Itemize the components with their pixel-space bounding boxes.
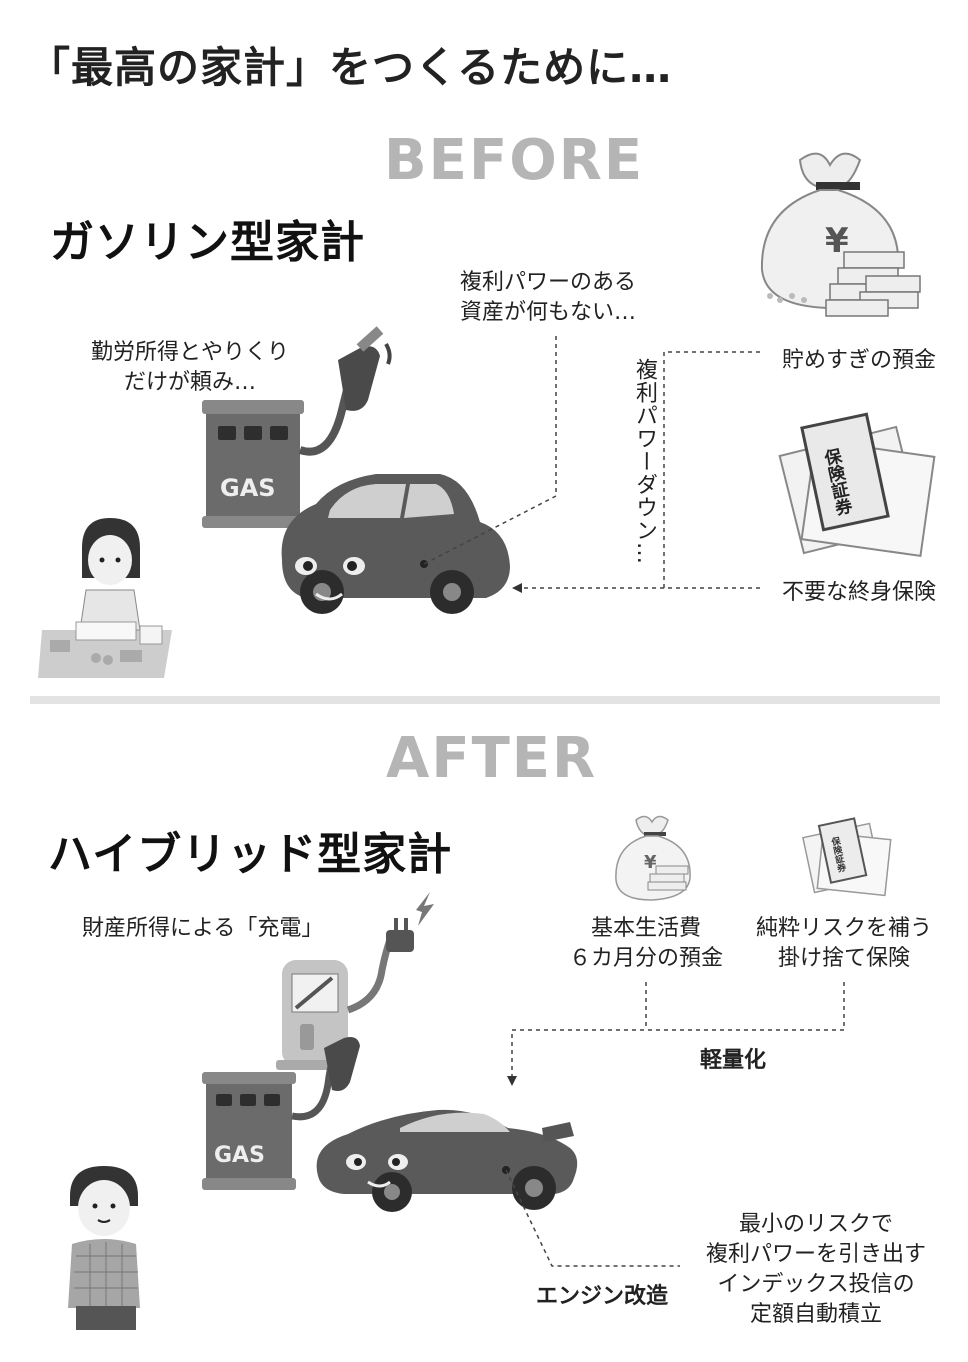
money-bag-icon: ¥ [760, 152, 921, 317]
after-connectors [505, 982, 845, 1267]
after-gas-pump-icon: GAS [202, 1037, 360, 1190]
before-insurance-note: 不要な終身保険 [781, 580, 936, 605]
before-income-note: 勤労所得とやりくり だけが頼み… [70, 338, 310, 398]
before-savings-note: 貯めすぎの預金 [781, 348, 936, 373]
note-line: 掛け捨て保険 [777, 946, 910, 971]
after-label: AFTER [386, 726, 598, 791]
after-arrowhead [507, 1076, 517, 1086]
note-line: ６カ月分の預金 [568, 946, 723, 971]
small-insurance-certificate-icon: 保険証券 [802, 817, 892, 897]
note-line: 勤労所得とやりくり [90, 340, 289, 365]
after-engine-note: エンジン改造 [536, 1284, 669, 1309]
svg-text:¥: ¥ [644, 852, 657, 873]
gas-pump-icon: GAS [202, 326, 392, 528]
before-no-assets-note: 複利パワーのある 資産が何もない… [460, 268, 636, 328]
note-line: 基本生活費 [590, 916, 701, 941]
after-lighten-note: 軽量化 [700, 1048, 767, 1073]
after-gas-sign-label: GAS [214, 1143, 265, 1168]
gas-sign-label: GAS [220, 474, 276, 502]
before-arrowhead [512, 583, 522, 593]
note-line: 純粋リスクを補う [755, 916, 932, 941]
note-line: 資産が何もない… [460, 300, 637, 325]
section-divider [30, 696, 940, 704]
woman-budgeting-icon [38, 518, 172, 678]
note-line: だけが頼み… [123, 370, 256, 395]
man-icon [68, 1166, 140, 1330]
after-charge-note: 財産所得による「充電」 [82, 916, 324, 941]
insurance-certificate-icon: 保険証券 [778, 412, 936, 557]
note-line: インデックス投信の [717, 1272, 915, 1297]
before-vertical-note: 複利パワーダウン… [632, 358, 657, 565]
after-heading: ハイブリッド型家計 [48, 829, 453, 880]
note-line: 複利パワーのある [460, 270, 637, 295]
before-connectors [423, 336, 760, 589]
after-insurance-note: 純粋リスクを補う 掛け捨て保険 [744, 914, 944, 974]
note-line: 定額自動積立 [749, 1302, 882, 1327]
compact-car-icon [281, 474, 510, 614]
before-label: BEFORE [384, 128, 645, 193]
note-line: 最小のリスクで [738, 1212, 893, 1237]
after-savings-note: 基本生活費 ６カ月分の預金 [556, 914, 736, 974]
note-line: 複利パワーを引き出す [705, 1242, 926, 1267]
after-index-note: 最小のリスクで 複利パワーを引き出す インデックス投信の 定額自動積立 [686, 1210, 946, 1330]
page-title: 「最高の家計」をつくるために… [28, 43, 673, 92]
sports-car-icon [316, 1109, 578, 1212]
before-heading: ガソリン型家計 [50, 217, 365, 268]
small-money-bag-icon: ¥ [615, 815, 691, 901]
